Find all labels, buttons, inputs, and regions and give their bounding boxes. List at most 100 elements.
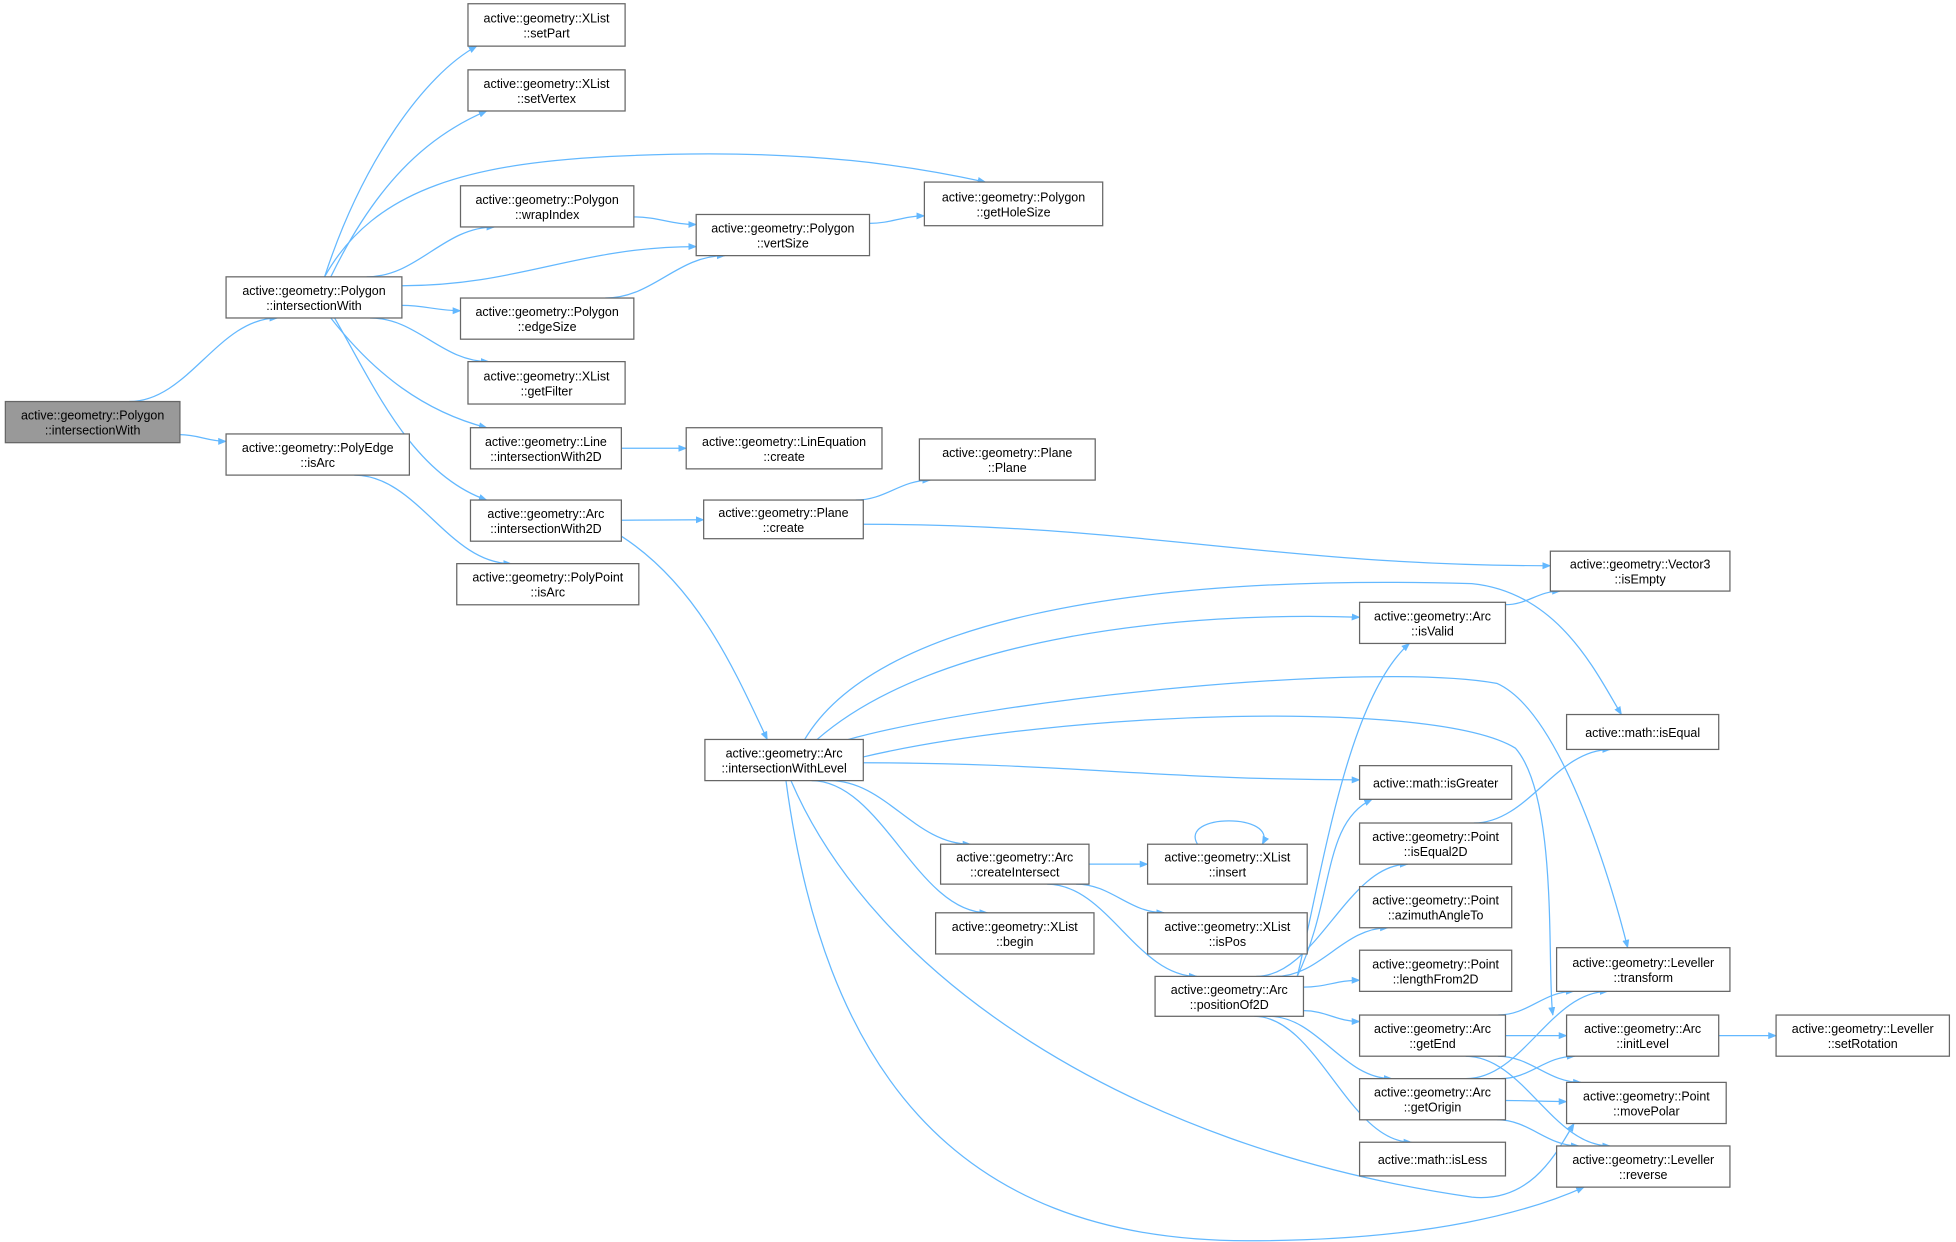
node-member-label: ::setRotation — [1828, 1037, 1898, 1051]
node-member-label: ::reverse — [1619, 1168, 1668, 1182]
function-node[interactable]: active::geometry::Polygon::getHoleSize — [923, 181, 1104, 227]
call-edge — [855, 476, 932, 501]
node-namespace-label: active::geometry::XList — [484, 77, 611, 91]
edges — [129, 45, 1777, 1242]
node-namespace-label: active::geometry::PolyPoint — [472, 571, 623, 585]
function-node[interactable]: active::geometry::Polygon::edgeSize — [459, 297, 635, 340]
call-edge — [1505, 1098, 1568, 1106]
function-node[interactable]: active::geometry::Leveller::transform — [1555, 947, 1731, 992]
node-member-label: ::isPos — [1209, 935, 1246, 949]
call-edge — [804, 581, 1622, 740]
function-node[interactable]: active::geometry::Plane::Plane — [918, 438, 1096, 481]
node-member-label: ::getOrigin — [1404, 1101, 1462, 1115]
function-node[interactable]: active::geometry::Point::azimuthAngleTo — [1358, 885, 1513, 929]
node-box — [456, 563, 640, 606]
node-namespace-label: active::geometry::Plane — [718, 506, 848, 520]
call-edge — [1275, 924, 1389, 978]
node-box — [469, 499, 622, 542]
function-node[interactable]: active::geometry::Arc::positionOf2D — [1154, 975, 1305, 1017]
function-node[interactable]: active::geometry::PolyPoint::isArc — [456, 563, 640, 606]
function-node[interactable]: active::geometry::XList::insert — [1146, 843, 1308, 885]
function-node[interactable]: active::geometry::LinEquation::create — [685, 427, 883, 470]
function-node[interactable]: active::math::isGreater — [1358, 765, 1513, 800]
function-node[interactable]: active::geometry::XList::begin — [934, 912, 1095, 955]
call-edge — [354, 474, 513, 568]
function-node[interactable]: active::geometry::XList::setPart — [467, 3, 626, 47]
node-member-label: ::isEqual2D — [1404, 845, 1468, 859]
function-node[interactable]: active::geometry::Point::isEqual2D — [1358, 822, 1513, 865]
function-node[interactable]: active::geometry::Arc::createIntersect — [939, 843, 1090, 885]
node-member-label: ::movePolar — [1613, 1104, 1679, 1118]
call-edge — [785, 780, 1585, 1242]
node-box — [1154, 975, 1305, 1017]
function-node[interactable]: active::geometry::PolyEdge::isArc — [225, 433, 410, 476]
node-box — [467, 69, 626, 112]
node-namespace-label: active::geometry::Polygon — [711, 222, 854, 236]
call-edge — [1303, 1010, 1361, 1026]
node-box — [1358, 765, 1513, 800]
node-member-label: ::getHoleSize — [977, 205, 1051, 219]
call-edge — [605, 252, 726, 299]
function-node[interactable]: active::geometry::Line::intersectionWith… — [469, 427, 622, 470]
node-box — [1565, 713, 1720, 751]
function-node[interactable]: active::geometry::Polygon::intersectionW… — [225, 276, 403, 319]
function-node[interactable]: active::geometry::Arc::getOrigin — [1358, 1078, 1507, 1121]
node-box — [939, 843, 1090, 885]
node-box — [1358, 822, 1513, 865]
node-box — [923, 181, 1104, 227]
function-node[interactable]: active::geometry::Leveller::setRotation — [1775, 1014, 1951, 1057]
function-node[interactable]: active::geometry::Vector3::isEmpty — [1549, 550, 1731, 592]
node-member-label: ::getFilter — [521, 384, 573, 398]
node-box — [695, 213, 871, 257]
function-node[interactable]: active::geometry::Leveller::reverse — [1555, 1145, 1731, 1188]
function-node[interactable]: active::math::isEqual — [1565, 713, 1720, 751]
call-edge — [1505, 587, 1561, 606]
call-edge — [829, 779, 972, 848]
node-box — [225, 276, 403, 319]
call-edge — [1076, 883, 1166, 917]
function-node[interactable]: active::math::isLess — [1358, 1141, 1507, 1177]
root-function-node[interactable]: active::geometry::Polygon::intersectionW… — [4, 400, 181, 444]
function-node[interactable]: active::geometry::Arc::intersectionWith2… — [469, 499, 622, 542]
function-node[interactable]: active::geometry::XList::setVertex — [467, 69, 626, 112]
node-member-label: ::isValid — [1411, 624, 1454, 638]
node-box — [1565, 1081, 1727, 1125]
node-namespace-label: active::geometry::Vector3 — [1570, 558, 1711, 572]
call-edge — [790, 780, 1575, 1199]
node-namespace-label: active::geometry::XList — [484, 369, 611, 383]
node-member-label: ::setPart — [523, 26, 570, 40]
node-member-label: ::transform — [1614, 971, 1674, 985]
node-namespace-label: active::math::isGreater — [1373, 776, 1498, 790]
call-edge — [324, 153, 987, 278]
function-node[interactable]: active::geometry::Point::movePolar — [1565, 1081, 1727, 1125]
node-namespace-label: active::geometry::Arc — [487, 507, 604, 521]
node-box — [1555, 947, 1731, 992]
node-member-label: ::initLevel — [1616, 1037, 1669, 1051]
function-node[interactable]: active::geometry::Arc::initLevel — [1565, 1014, 1720, 1057]
node-namespace-label: active::geometry::Arc — [1374, 609, 1491, 623]
function-node[interactable]: active::geometry::XList::getFilter — [467, 361, 626, 405]
function-node[interactable]: active::geometry::Arc::getEnd — [1358, 1014, 1507, 1057]
node-member-label: ::insert — [1209, 866, 1247, 880]
function-node[interactable]: active::geometry::Arc::isValid — [1358, 601, 1507, 645]
function-node[interactable]: active::geometry::Arc::intersectionWithL… — [704, 738, 864, 782]
function-node[interactable]: active::geometry::Point::lengthFrom2D — [1358, 949, 1513, 992]
node-namespace-label: active::geometry::XList — [1164, 920, 1291, 934]
node-member-label: ::create — [763, 521, 805, 535]
node-box — [459, 185, 635, 228]
node-namespace-label: active::geometry::Arc — [1374, 1086, 1491, 1100]
function-node[interactable]: active::geometry::Polygon::vertSize — [695, 213, 871, 257]
function-node[interactable]: active::geometry::Plane::create — [703, 499, 864, 540]
node-namespace-label: active::geometry::XList — [1164, 851, 1291, 865]
node-box — [1358, 601, 1507, 645]
function-node[interactable]: active::geometry::Polygon::wrapIndex — [459, 185, 635, 228]
call-edge — [633, 216, 698, 228]
function-node[interactable]: active::geometry::XList::isPos — [1146, 912, 1308, 955]
call-edge — [869, 212, 926, 224]
node-box — [225, 433, 410, 476]
call-edge — [334, 317, 488, 501]
call-edge — [863, 523, 1552, 570]
node-member-label: ::isEmpty — [1615, 573, 1667, 587]
node-box — [467, 3, 626, 47]
node-member-label: ::lengthFrom2D — [1393, 972, 1479, 986]
